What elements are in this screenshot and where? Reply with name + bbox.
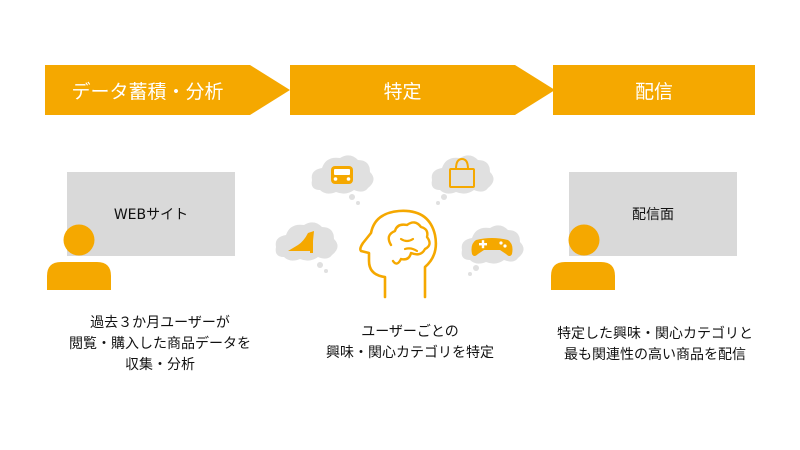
caption-collect-line-1: 過去３か月ユーザーが xyxy=(90,315,230,331)
shopping-bag-thought-icon xyxy=(431,155,494,205)
high-heel-thought-icon xyxy=(275,222,338,273)
head-brain-icon xyxy=(359,209,438,299)
car-thought-icon xyxy=(311,155,374,205)
caption-identify-line-2: 興味・関心カテゴリを特定 xyxy=(326,345,494,361)
caption-identify-line-1: ユーザーごとの xyxy=(361,324,459,340)
step-identify: 特定 xyxy=(290,65,555,115)
website-screen-label: WEBサイト xyxy=(113,207,189,223)
caption-collect-line-2: 閲覧・購入した商品データを xyxy=(69,336,251,352)
website-screen: WEBサイト xyxy=(67,172,235,256)
caption-deliver: 特定した興味・関心カテゴリと 最も関連性の高い商品を配信 xyxy=(530,324,780,366)
user-icon xyxy=(551,224,615,290)
caption-collect: 過去３か月ユーザーが 閲覧・購入した商品データを 収集・分析 xyxy=(40,313,280,376)
step-deliver-label: 配信 xyxy=(634,80,673,103)
game-controller-thought-icon xyxy=(461,225,524,276)
caption-deliver-line-2: 最も関連性の高い商品を配信 xyxy=(564,347,746,363)
caption-collect-line-3: 収集・分析 xyxy=(125,357,195,373)
step-data-analysis: データ蓄積・分析 xyxy=(45,65,290,115)
caption-deliver-line-1: 特定した興味・関心カテゴリと xyxy=(557,326,753,342)
step-data-analysis-label: データ蓄積・分析 xyxy=(71,80,224,103)
step-deliver: 配信 xyxy=(553,65,755,115)
user-icon xyxy=(47,224,111,290)
ad-surface-screen-label: 配信面 xyxy=(632,207,674,223)
caption-identify: ユーザーごとの 興味・関心カテゴリを特定 xyxy=(280,322,540,364)
step-identify-label: 特定 xyxy=(383,80,422,103)
